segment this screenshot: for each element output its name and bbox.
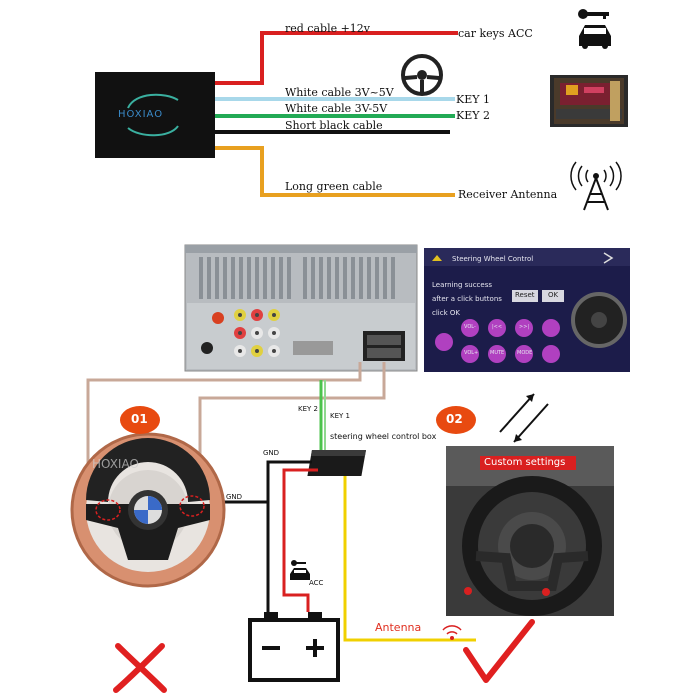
right-wheel-wire [198,362,386,470]
watermark-text: HOXIAO [92,457,139,471]
white-cable-2-label: White cable 3V-5V [285,102,388,115]
key-2-label: KEY 2 [298,405,318,413]
black-cable-label: Short black cable [285,119,383,132]
green-cable-label: Long green cable [285,180,383,193]
antenna-wire [343,476,476,642]
acc-label: ACC [309,579,324,587]
bidirectional-arrow-icon [499,393,549,443]
steering-wheel-icon [401,54,443,96]
screen-btn-next[interactable]: >>| [519,324,530,330]
screen-btn-prev[interactable]: |<< [492,324,503,330]
white-cable-1-label: White cable 3V~5V [285,86,394,99]
badge-01-shape [120,406,160,434]
key-1-label: KEY 1 [330,412,350,420]
badge-01-label: 01 [131,412,148,426]
wrong-cross-icon [113,643,167,693]
screen-reset-button[interactable]: Reset [515,291,535,299]
steering-wheel-left-image [70,432,226,588]
gnd-upper-wire [266,460,312,612]
antenna-cable-wire [215,146,455,197]
green-cable-target: Receiver Antenna [458,188,558,201]
head-unit-screen [424,248,630,372]
white-cable-2-target: KEY 2 [456,109,491,122]
screen-line-2: after a click buttons [432,295,502,303]
screen-ok-button[interactable]: OK [548,291,559,299]
acc-key-icon [290,560,310,580]
white-cable-1-target: KEY 1 [456,93,491,106]
signal-icon [442,625,462,640]
control-module-box [95,72,215,158]
badge-02-label: 02 [446,412,463,426]
red-cable-label: red cable +12v [285,22,371,35]
screen-line-1: Learning success [432,281,492,289]
control-box-label: steering wheel control box [330,432,437,441]
head-unit-rear [184,244,418,372]
car-radio-image [550,75,628,127]
screen-title: Steering Wheel Control [452,255,534,263]
antenna-tower-icon [570,161,622,211]
steering-wheel-control-box [307,450,366,476]
left-wheel-wire [86,362,362,490]
battery-icon [248,612,340,682]
screen-line-3: click OK [432,309,460,317]
screen-btn-vol-up[interactable]: VOL+ [464,350,479,356]
custom-settings-label: Custom settings [484,457,566,468]
module-logo-swoosh [127,93,179,109]
correct-check-icon [463,619,535,683]
red-cable-target: car keys ACC [458,27,533,40]
screen-btn-vol-down[interactable]: VOL- [464,324,476,330]
gnd-lower-label: GND [226,493,243,501]
gnd-upper-label: GND [263,449,280,457]
badge-02-shape [436,406,476,434]
car-key-icon [578,9,611,49]
acc-red-wire [282,468,318,612]
steering-wheel-right-image [446,446,614,616]
antenna-label: Antenna [375,621,422,634]
screen-btn-mode[interactable]: MODE [517,350,533,356]
screen-btn-mute[interactable]: MUTE [490,350,505,356]
module-brand-logo: HOXIAO [118,109,164,120]
red-cable-wire [215,31,458,85]
